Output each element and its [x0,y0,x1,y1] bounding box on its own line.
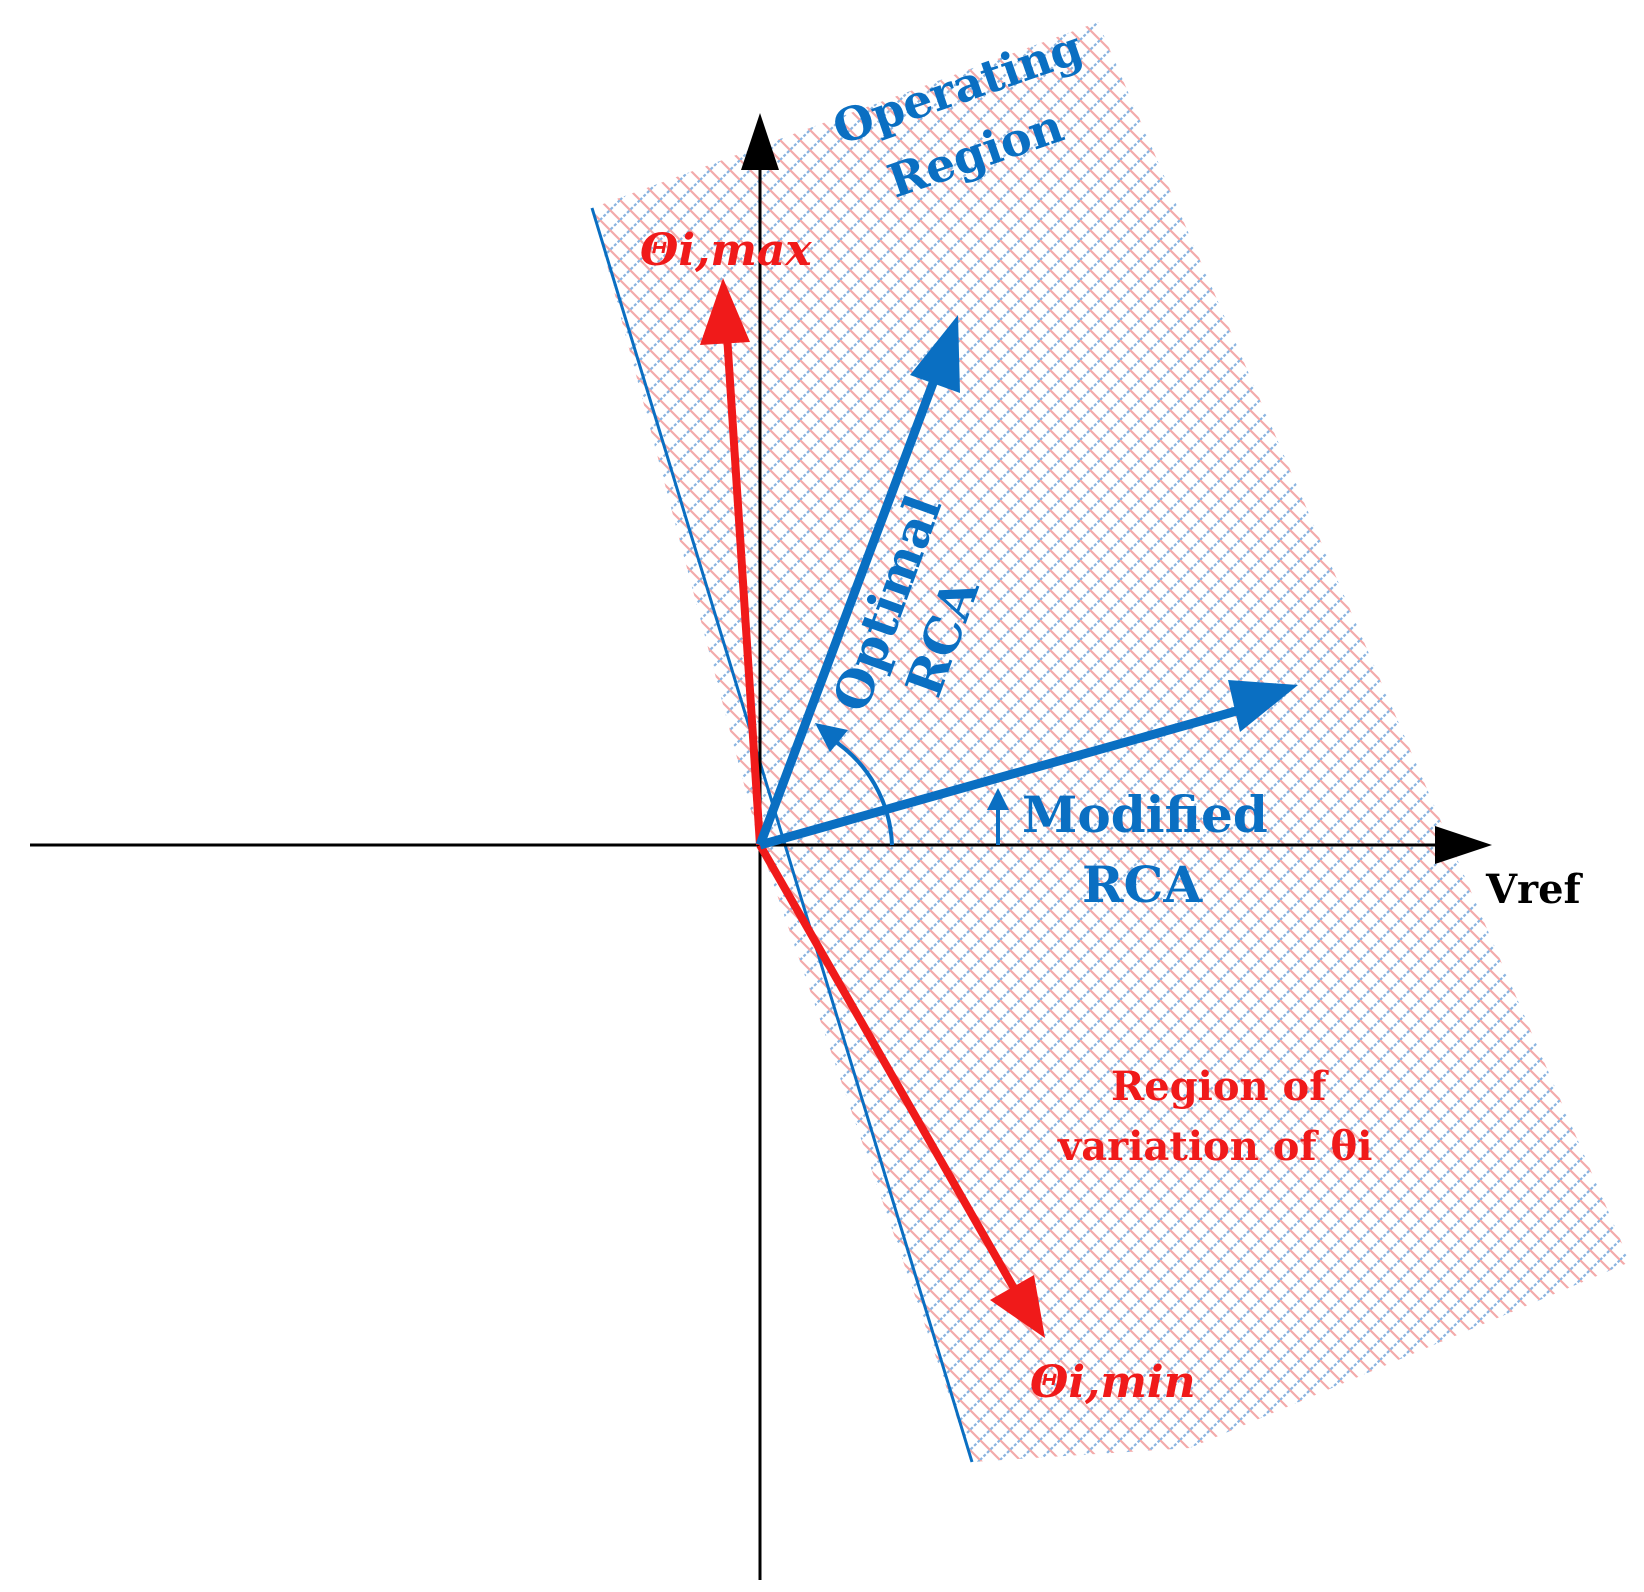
modified-rca-angle-arrowhead [987,788,1009,810]
optimal-rca-arrowhead [910,315,960,393]
theta-max-label: Θi,max [640,225,812,276]
optimal-rca-arrow-shaft [755,373,941,847]
region-variation-label-line2: variation of θi [1057,1123,1372,1170]
theta-min-arrowhead [990,1275,1045,1338]
x-axis-label-vref: Vref [1485,866,1584,913]
modified-rca-label-line2: RCA [1082,855,1203,914]
theta-min-arrow-shaft [756,843,1019,1292]
x-axis-arrowhead [1435,826,1492,864]
optimal-rca-angle-arc [828,736,894,846]
modified-rca-arrow-shaft [758,705,1242,850]
theta-min-label: Θi,min [1030,1357,1196,1408]
theta-max-arrow-shaft [723,334,764,846]
modified-rca-arrowhead [1228,680,1298,732]
modified-rca-label-line1: Modified [1022,785,1268,844]
region-variation-label-line1: Region of [1111,1063,1329,1110]
optimal-rca-angle-arrowhead [815,723,848,752]
y-axis-arrowhead [741,113,779,170]
theta-max-arrowhead [700,278,750,345]
